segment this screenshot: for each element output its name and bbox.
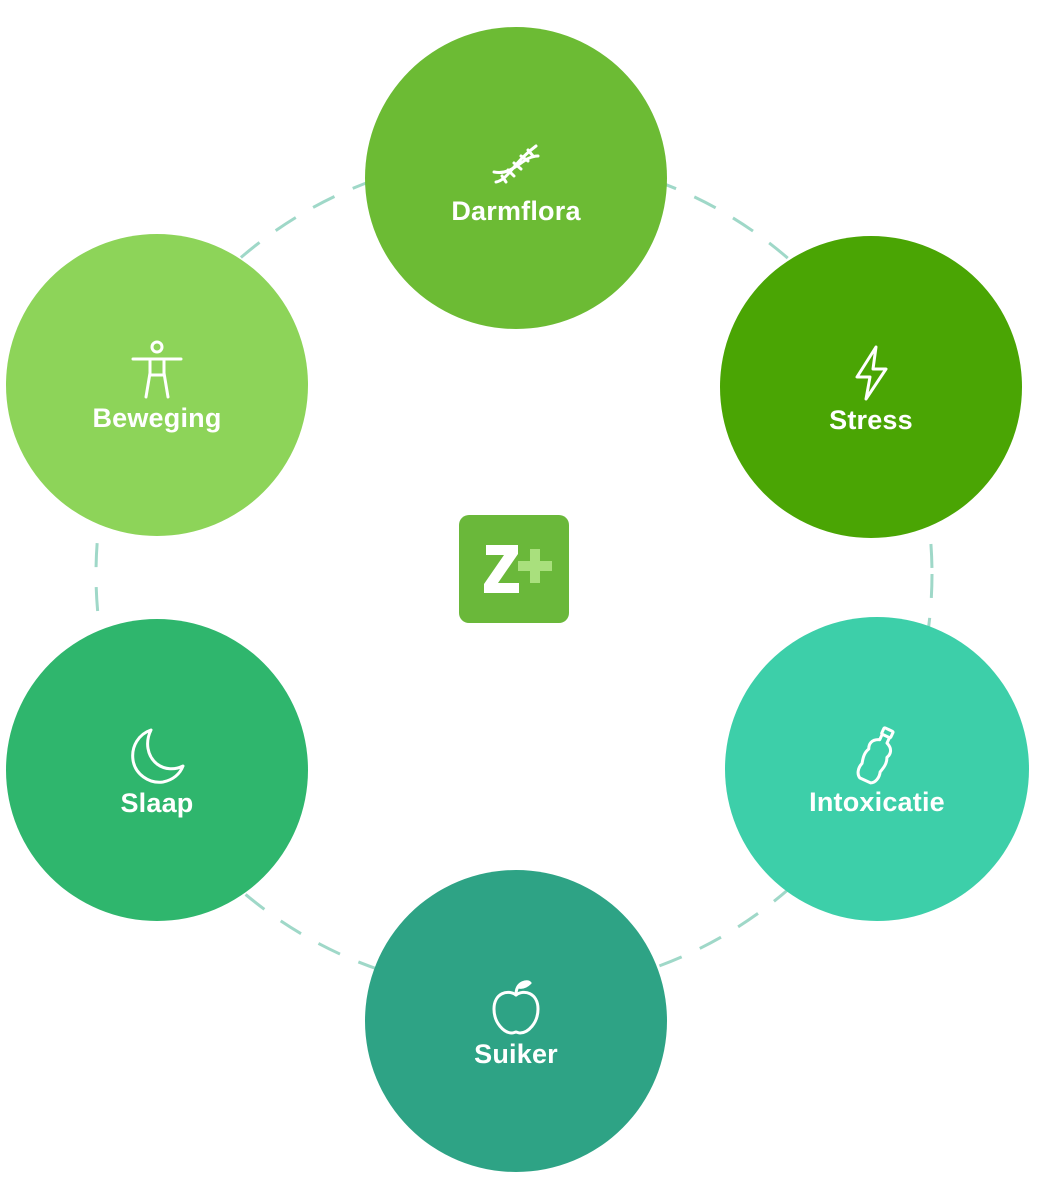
node-beweging: Beweging [6, 234, 308, 536]
person-icon [125, 339, 189, 403]
node-slaap: Slaap [6, 619, 308, 921]
lightning-bolt-icon [839, 341, 903, 405]
node-intoxicatie: Intoxicatie [725, 617, 1029, 921]
node-stress: Stress [720, 236, 1022, 538]
bottle-icon [845, 723, 909, 787]
center-logo [459, 515, 569, 623]
dna-icon [484, 132, 548, 196]
node-label-beweging: Beweging [92, 402, 222, 433]
node-label-stress: Stress [829, 404, 913, 435]
node-suiker: Suiker [365, 870, 667, 1172]
node-label-intoxicatie: Intoxicatie [809, 786, 945, 817]
node-label-suiker: Suiker [474, 1038, 558, 1069]
moon-icon [125, 724, 189, 788]
node-label-darmflora: Darmflora [451, 195, 581, 226]
z-plus-logo-icon [484, 545, 552, 593]
apple-icon [484, 975, 548, 1039]
node-label-slaap: Slaap [120, 787, 194, 818]
node-darmflora: Darmflora [365, 27, 667, 329]
